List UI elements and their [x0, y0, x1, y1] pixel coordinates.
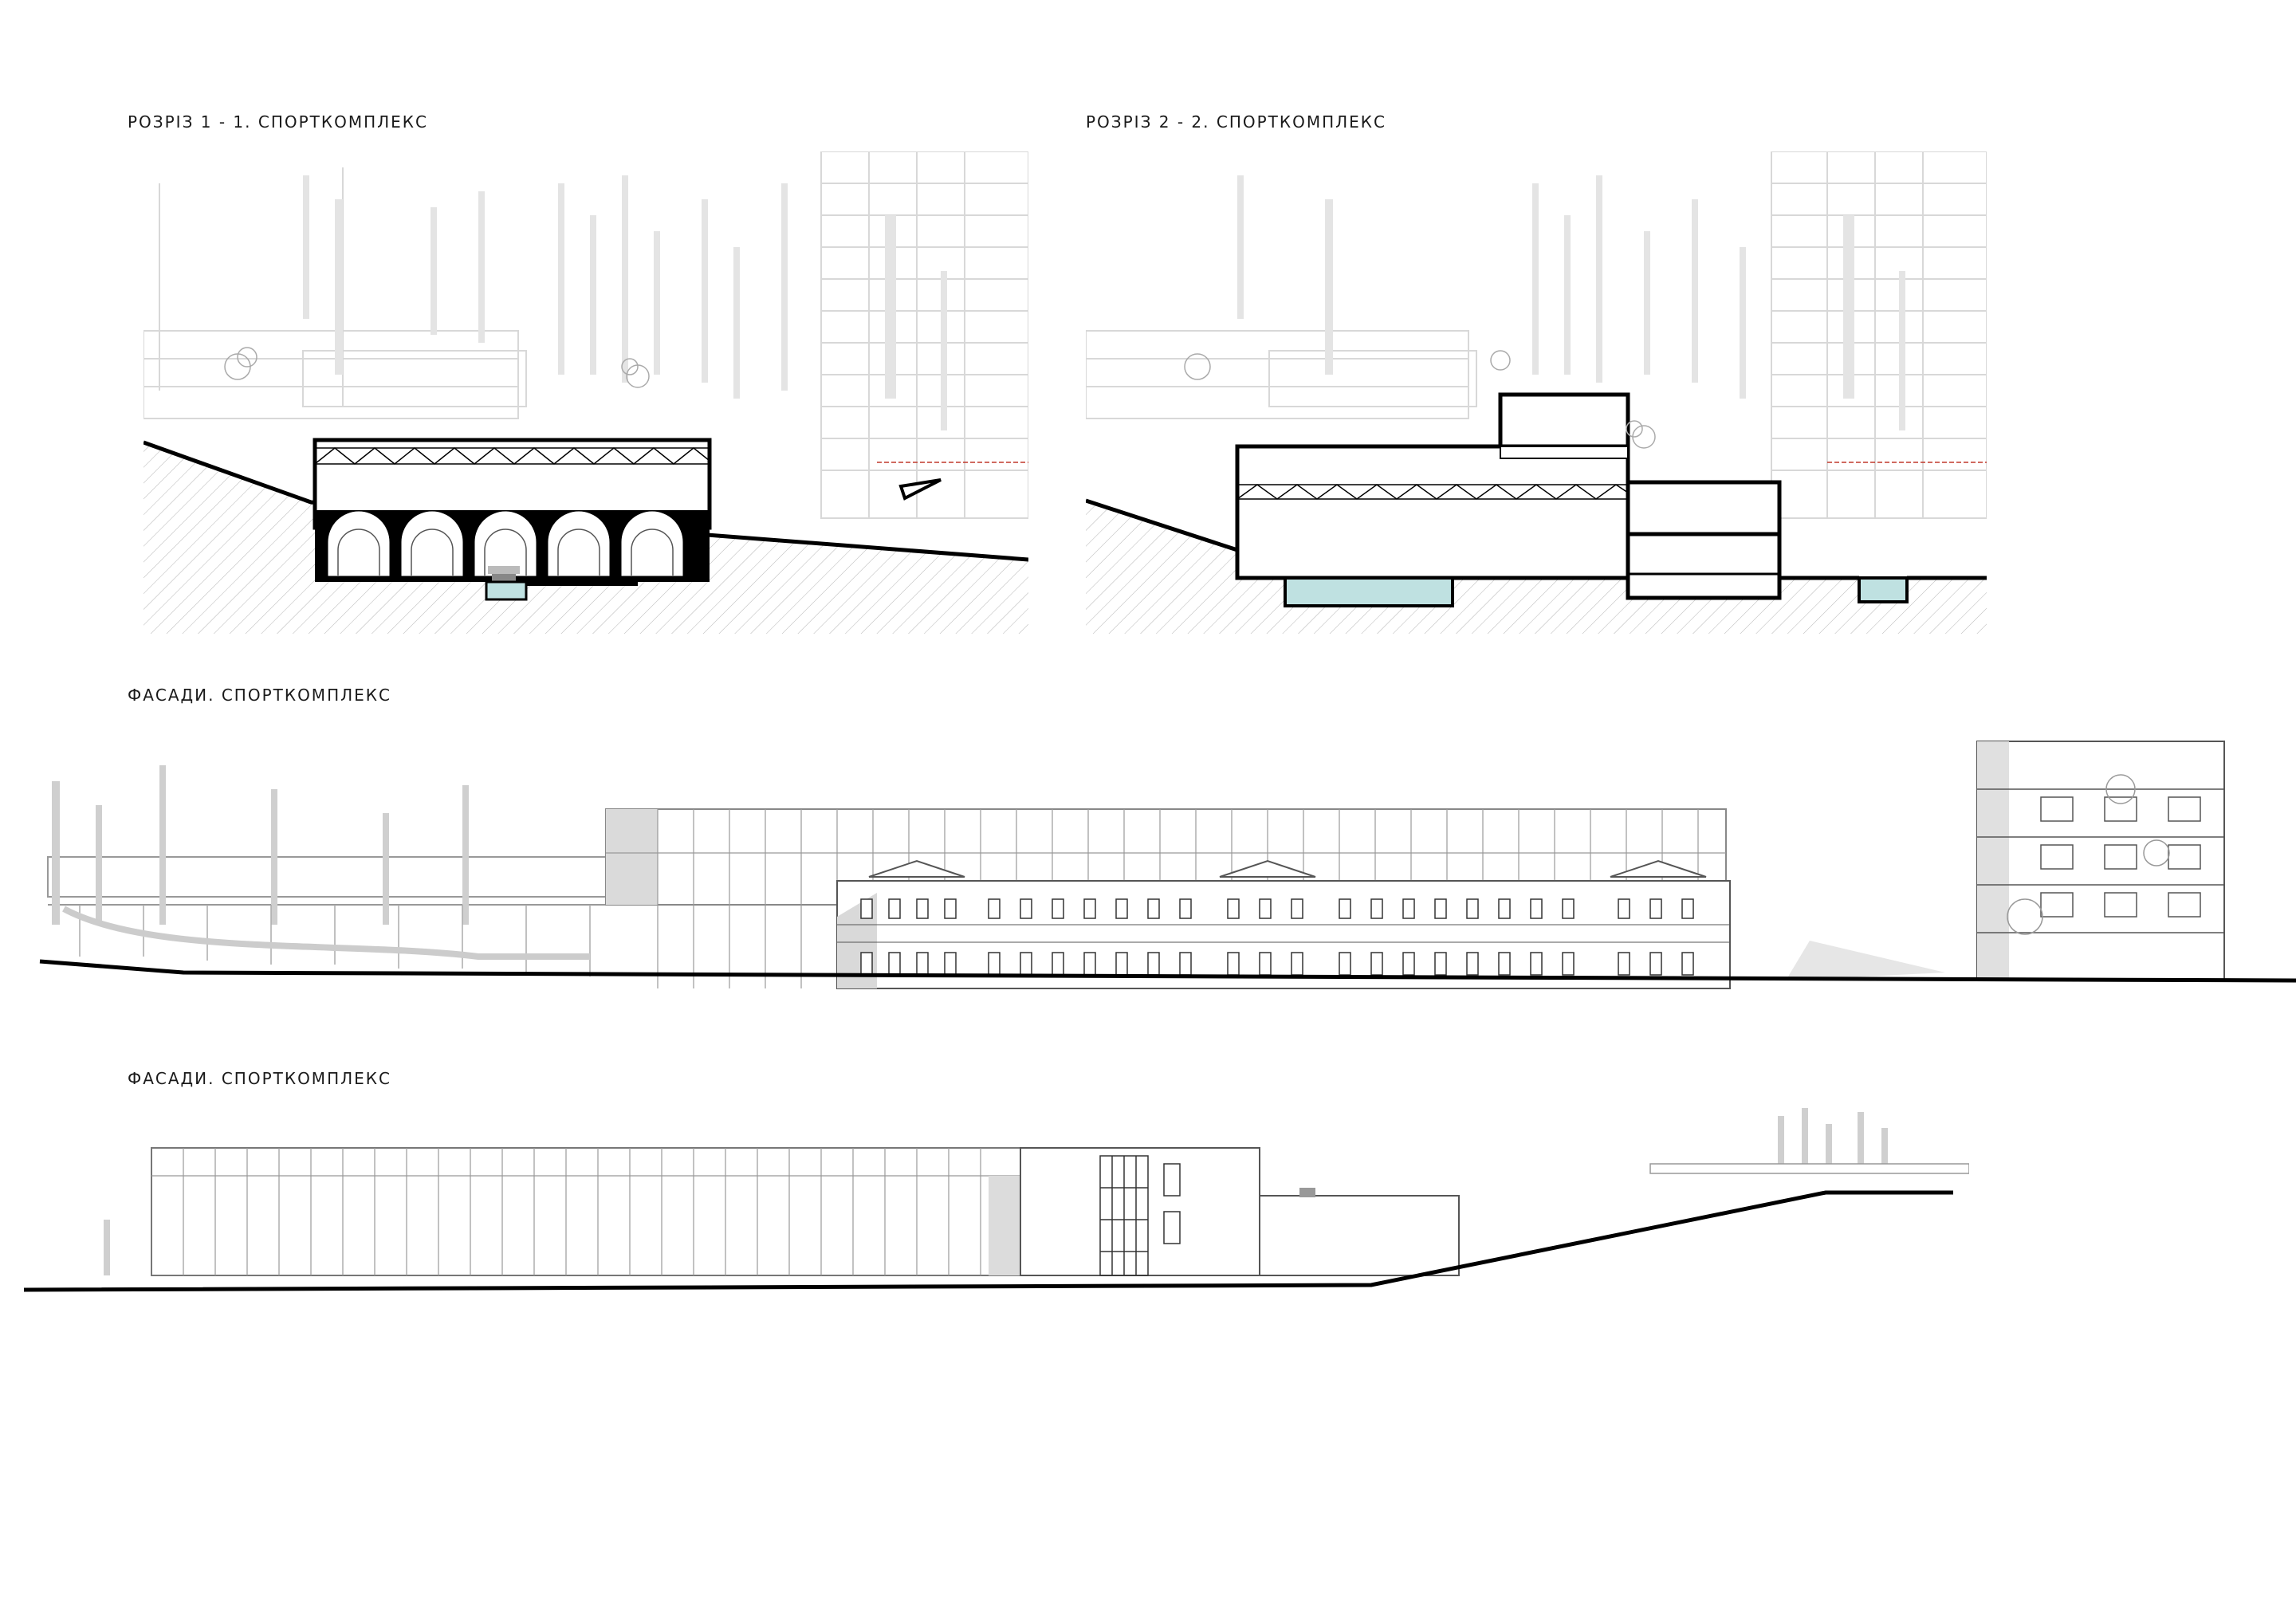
section-2-drawing [1086, 151, 1987, 638]
section-2-title: РОЗРІЗ 2 - 2. СПОРТКОМПЛЕКС [1086, 112, 1386, 132]
facade-2-drawing [24, 1100, 1969, 1299]
facade-1-title: ФАСАДИ. СПОРТКОМПЛЕКС [128, 686, 391, 705]
section-1-drawing [144, 151, 1028, 638]
facade-2-title: ФАСАДИ. СПОРТКОМПЛЕКС [128, 1069, 391, 1088]
facade-1-drawing [32, 717, 2296, 1004]
section-1-title: РОЗРІЗ 1 - 1. СПОРТКОМПЛЕКС [128, 112, 428, 132]
